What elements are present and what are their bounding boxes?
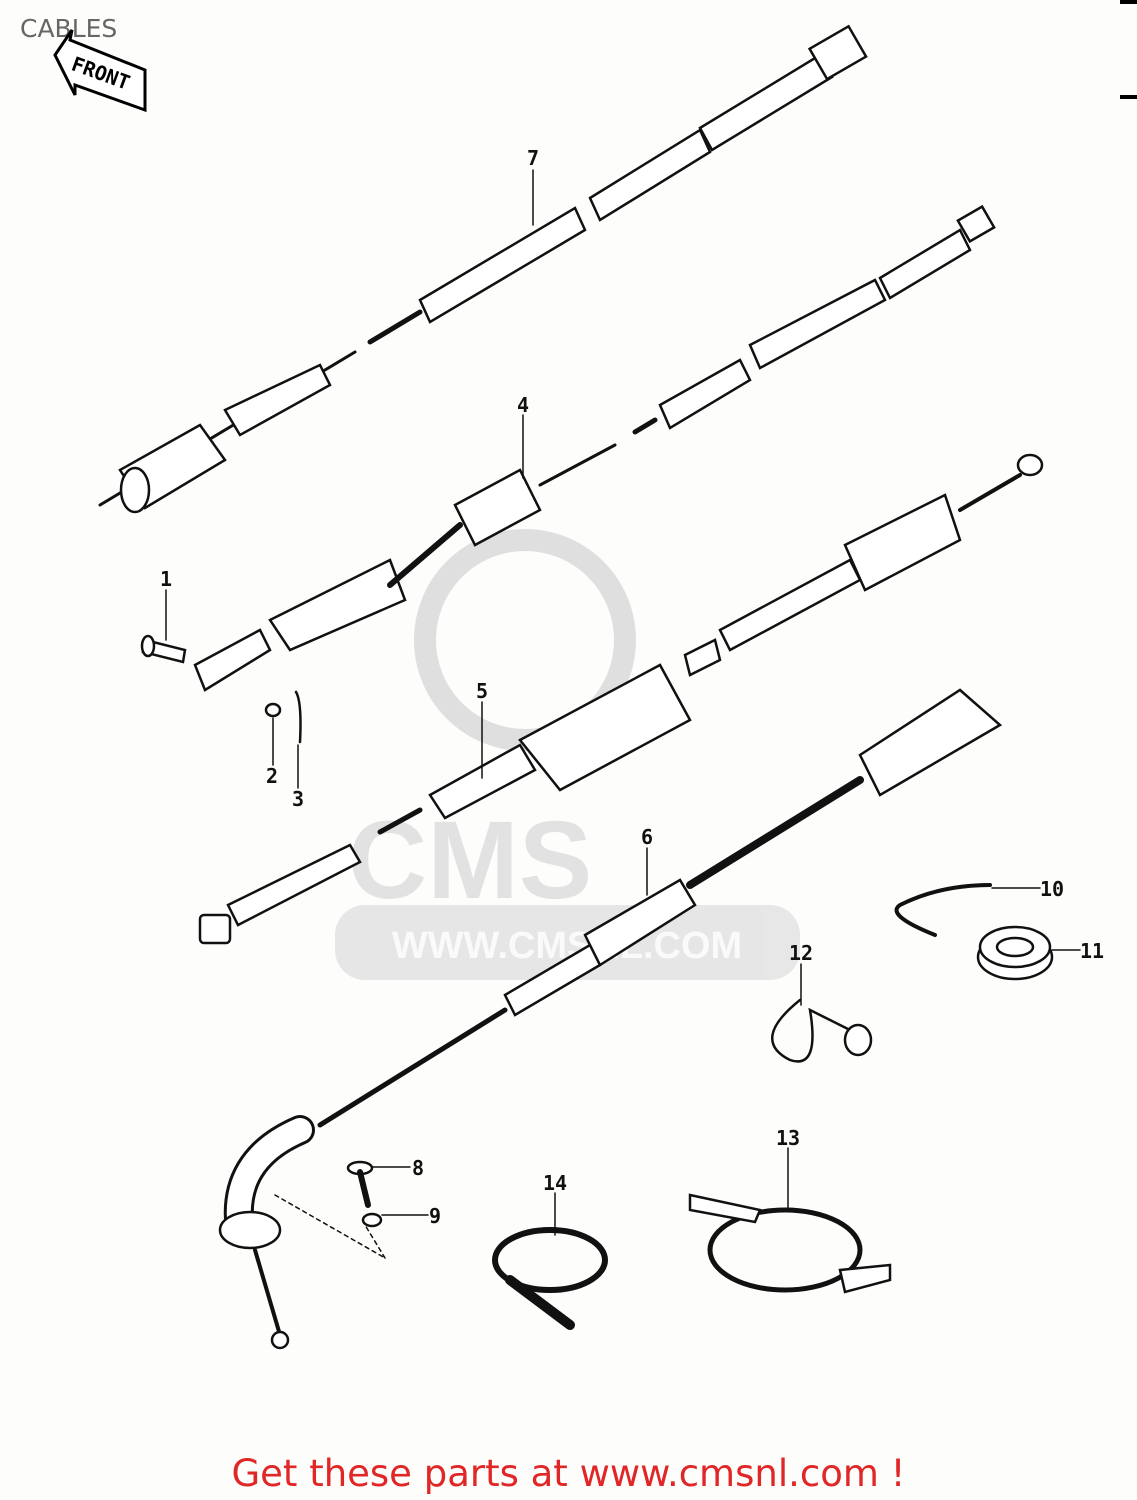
callout-11: 11	[1080, 939, 1104, 963]
clevis-pin	[140, 634, 187, 664]
callout-14: 14	[543, 1171, 567, 1195]
grommet	[976, 925, 1054, 981]
watermark-logo-text: CMS	[348, 799, 592, 922]
callout-3: 3	[292, 787, 304, 811]
edge-mark	[1120, 95, 1137, 99]
band-clamp	[688, 1193, 892, 1294]
callout-8: 8	[412, 1156, 424, 1180]
cms-watermark: CMS WWW.CMSNL.COM	[335, 529, 800, 980]
callout-13: 13	[776, 1126, 800, 1150]
parts-link-banner[interactable]: Get these parts at www.cmsnl.com !	[231, 1452, 906, 1495]
edge-mark	[1120, 0, 1137, 4]
speedometer-cable	[98, 24, 868, 514]
screw	[346, 1160, 374, 1208]
tachometer-cable	[193, 204, 996, 692]
front-arrow-sign: FRONT	[53, 29, 147, 113]
callout-12: 12	[789, 941, 813, 965]
callout-1: 1	[160, 567, 172, 591]
callout-2: 2	[266, 764, 278, 788]
cable-clamp	[894, 883, 992, 937]
callout-9: 9	[429, 1204, 441, 1228]
throttle-cable	[218, 688, 1003, 1350]
wire-clip	[771, 998, 873, 1063]
leader-lines	[165, 169, 1081, 1259]
callout-4: 4	[517, 393, 529, 417]
clutch-cable	[198, 453, 1044, 945]
washer	[264, 702, 282, 718]
callout-6: 6	[641, 825, 653, 849]
callout-7: 7	[527, 146, 539, 170]
cable-tie	[492, 1227, 608, 1330]
cotter-pin	[294, 690, 302, 744]
callout-10: 10	[1040, 877, 1064, 901]
callout-5: 5	[476, 679, 488, 703]
lock-washer	[361, 1212, 383, 1228]
